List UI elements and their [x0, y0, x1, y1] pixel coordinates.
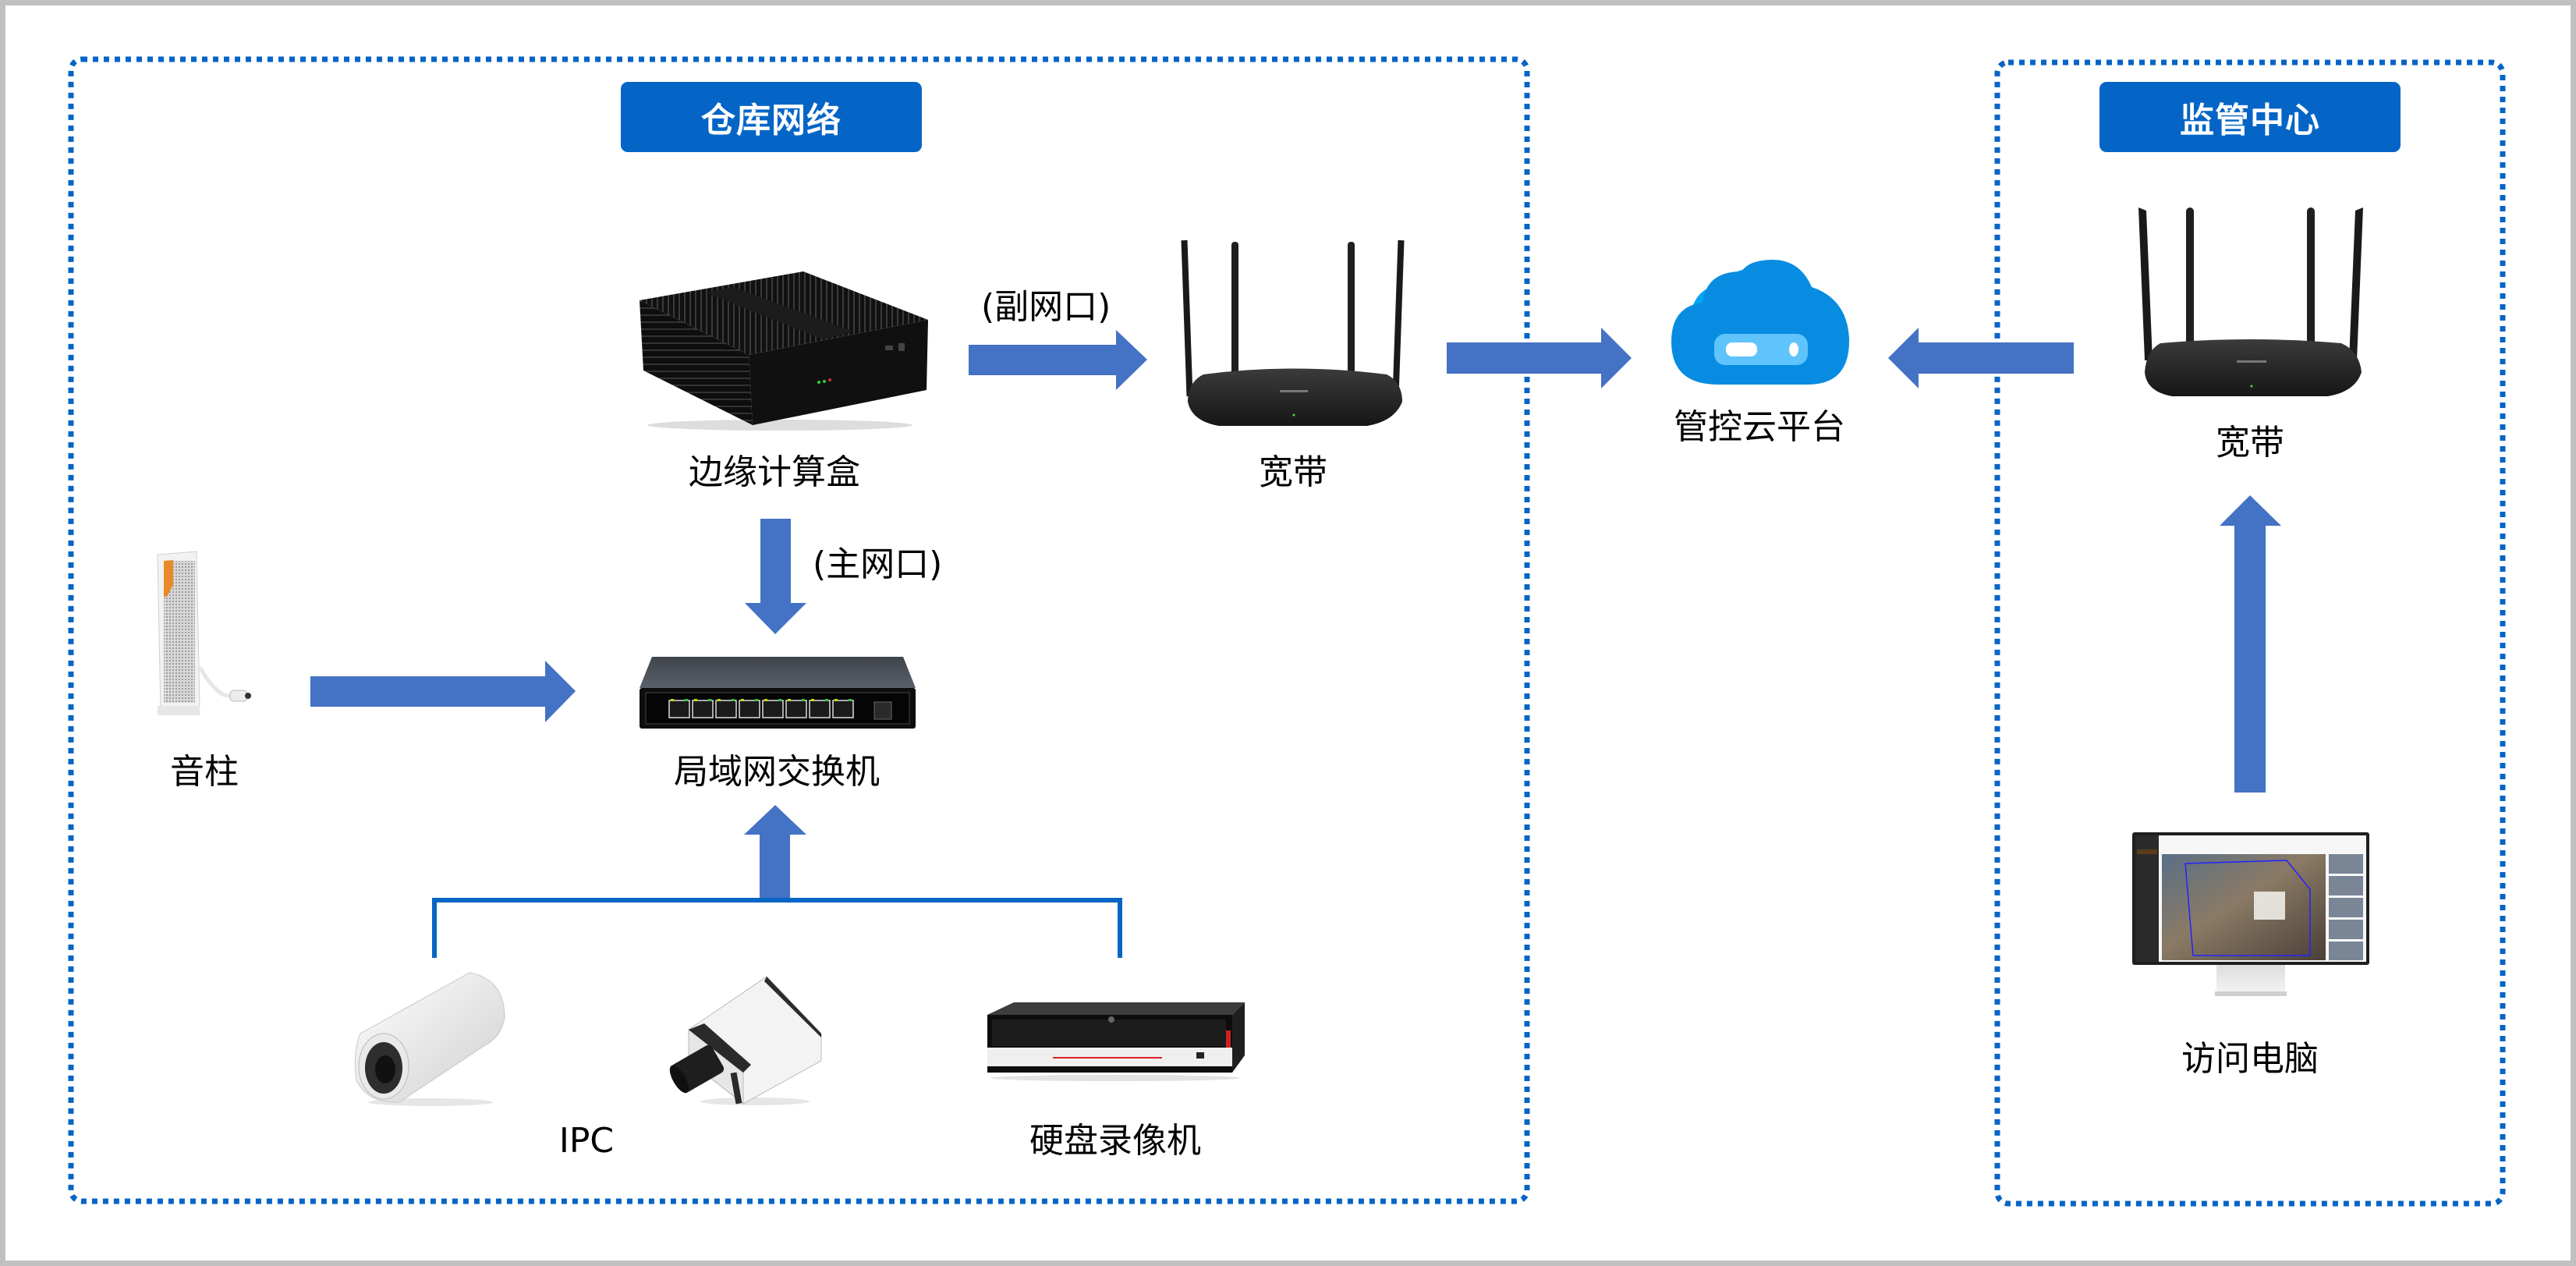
arrow-devices-to-switch	[744, 805, 806, 899]
bracket-line	[432, 898, 1122, 958]
arrow-edge-box-to-switch	[745, 519, 806, 634]
arrow-router-to-cloud	[1447, 328, 1632, 388]
warehouse-network-title-text: 仓库网络	[701, 101, 842, 140]
monitor-computer-icon	[2131, 831, 2371, 1001]
speaker-label: 音柱	[170, 752, 239, 792]
warehouse-network-region	[68, 56, 1530, 1204]
arrow-edge-box-to-router	[969, 330, 1147, 390]
column-speaker-icon	[156, 550, 261, 725]
monitoring-center-title: 监管中心	[2099, 82, 2401, 152]
ipc-label: IPC	[558, 1121, 615, 1161]
switch-label: 局域网交换机	[674, 752, 880, 792]
nvr-recorder-icon	[983, 1001, 1246, 1082]
edge-box-label: 边缘计算盒	[689, 452, 860, 492]
primary-port-label: (主网口)	[813, 544, 943, 584]
ip-camera-icon	[353, 971, 508, 1108]
monitoring-center-title-text: 监管中心	[2180, 101, 2320, 140]
arrow-monitoring-router-to-cloud	[1888, 328, 2074, 388]
nvr-label: 硬盘录像机	[1029, 1121, 1201, 1161]
cloud-platform-label: 管控云平台	[1674, 407, 1845, 447]
router-monitoring-label: 宽带	[2216, 423, 2284, 463]
secondary-port-label: (副网口)	[981, 287, 1111, 327]
pc-label: 访问电脑	[2181, 1039, 2319, 1079]
monitoring-center-region	[1994, 59, 2506, 1207]
edge-computing-box-icon	[624, 265, 930, 431]
arrow-pc-to-router	[2220, 495, 2281, 793]
router-warehouse-label: 宽带	[1259, 452, 1327, 492]
arrow-speaker-to-switch	[310, 661, 576, 722]
warehouse-network-title: 仓库网络	[621, 82, 922, 152]
wifi-router-icon	[2137, 204, 2365, 406]
cloud-platform-icon	[1671, 260, 1851, 386]
monitoring-region-border	[1994, 59, 2506, 1207]
wifi-router-icon	[1180, 234, 1406, 435]
warehouse-region-border	[68, 56, 1530, 1204]
network-switch-icon	[638, 655, 917, 733]
ip-camera-icon	[669, 975, 825, 1106]
